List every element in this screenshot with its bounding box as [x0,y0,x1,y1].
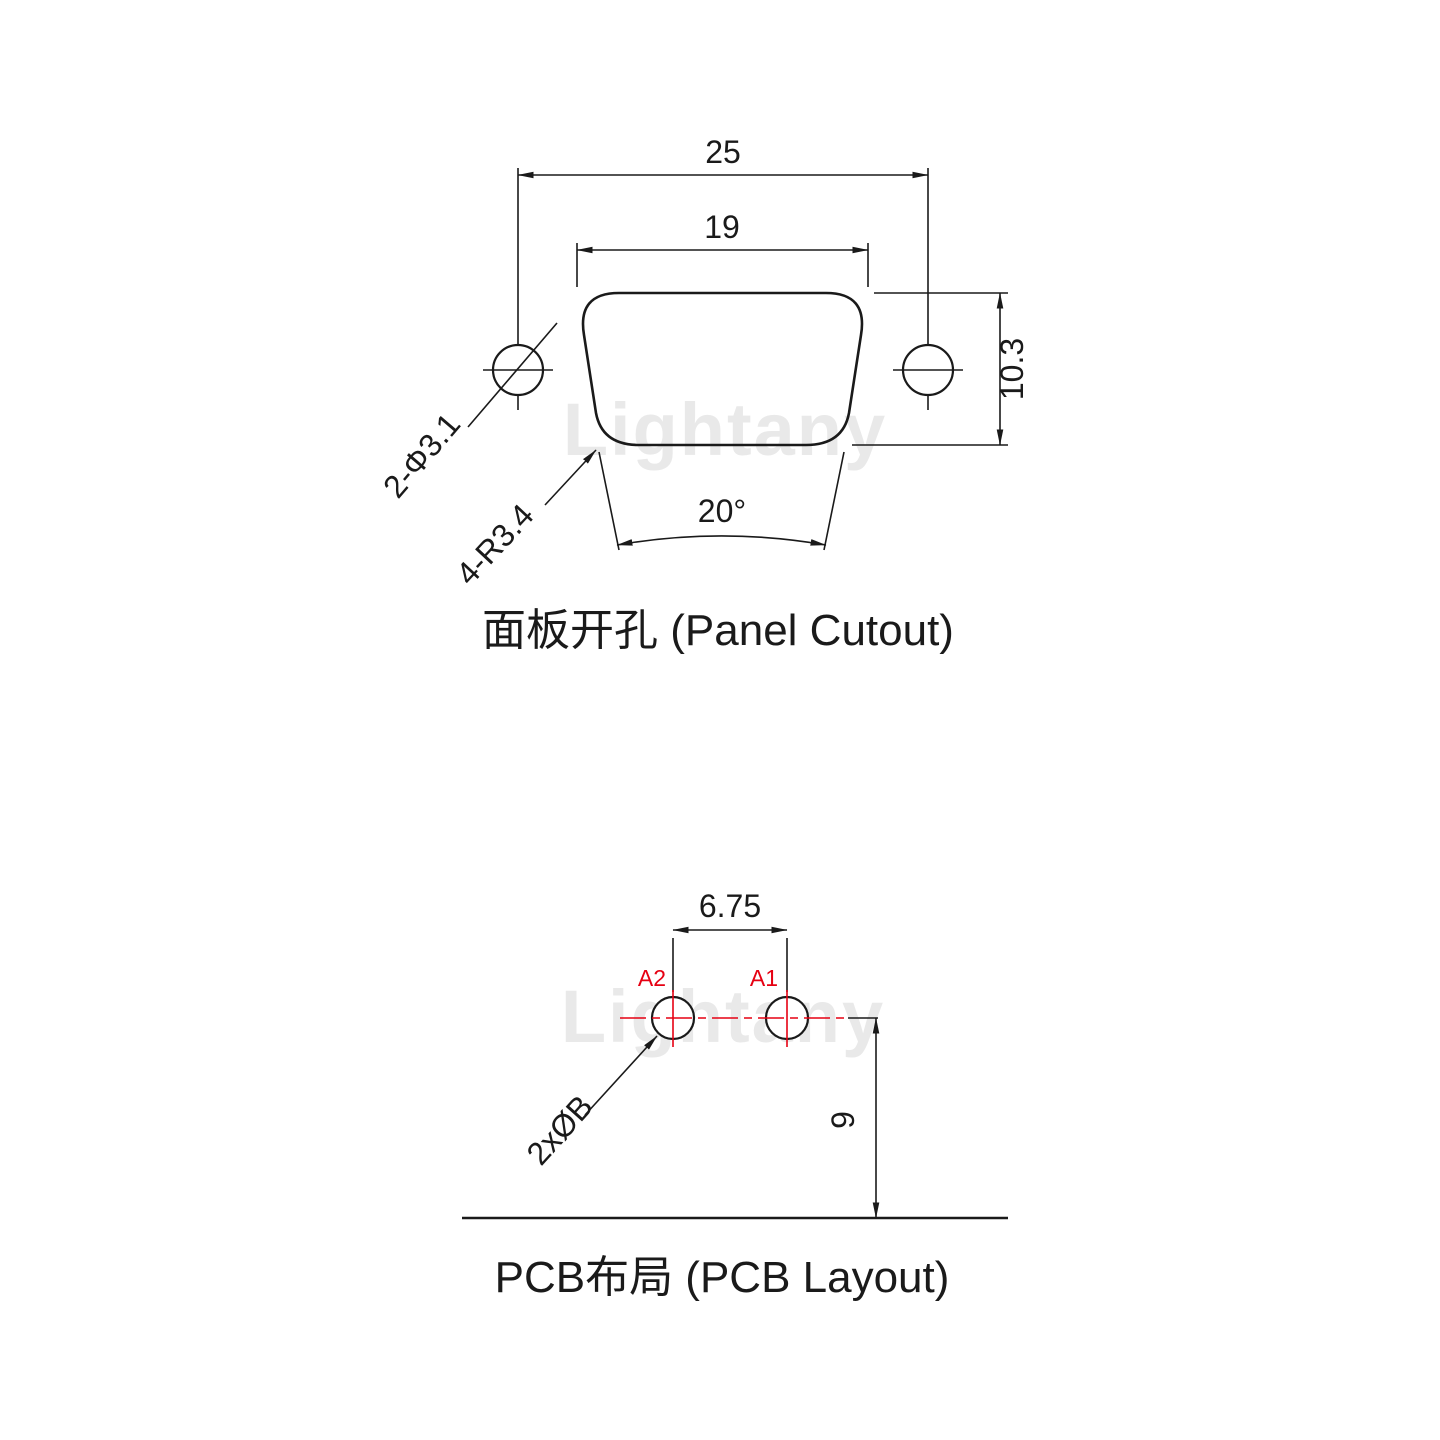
watermark-text: Lightany [563,388,887,471]
radius-value: 4-R3.4 [449,497,541,592]
angle-extension-left [598,451,620,551]
pad-centerlines [620,990,848,1047]
cutout-outline [581,291,864,447]
panel-cutout-title: 面板开孔 (Panel Cutout) [482,606,954,655]
leader-line [544,449,597,506]
angle-dimension: 20° [598,451,845,551]
angle-value: 20° [698,493,746,529]
angle-arc [616,535,827,546]
dim-value: 10.3 [994,338,1030,400]
dimension-25: 25 [517,134,929,179]
leader-line [584,1035,658,1116]
panel-cutout-drawing: Lightany 25 19 2-Φ3.1 [376,134,1030,655]
pad-label-a1: A1 [750,965,778,991]
dim-value: 6.75 [699,888,761,924]
hole-callout: 2-Φ3.1 [376,406,467,504]
hole-diameter-value: 2xØB [519,1088,599,1172]
dimension-6-75: 6.75 [672,888,788,992]
mounting-hole-right [893,168,963,410]
watermark-text: Lightany [561,975,885,1058]
dimension-9: 9 [825,1017,880,1219]
corner-radius-callout: 4-R3.4 [449,449,597,592]
leader-line [467,322,558,428]
mounting-hole-left: 2-Φ3.1 [376,168,558,505]
dim-value: 9 [825,1111,861,1129]
angle-extension-right [823,451,845,551]
pad-label-a2: A2 [638,965,666,991]
pcb-layout-drawing: Lightany 6.75 A2 A1 2xØB 9 [462,888,1008,1302]
pcb-layout-title: PCB布局 (PCB Layout) [495,1253,950,1302]
dimension-10-3: 10.3 [852,292,1030,446]
dimension-19: 19 [576,209,869,287]
dim-value: 19 [704,209,740,245]
dim-value: 25 [705,134,741,170]
